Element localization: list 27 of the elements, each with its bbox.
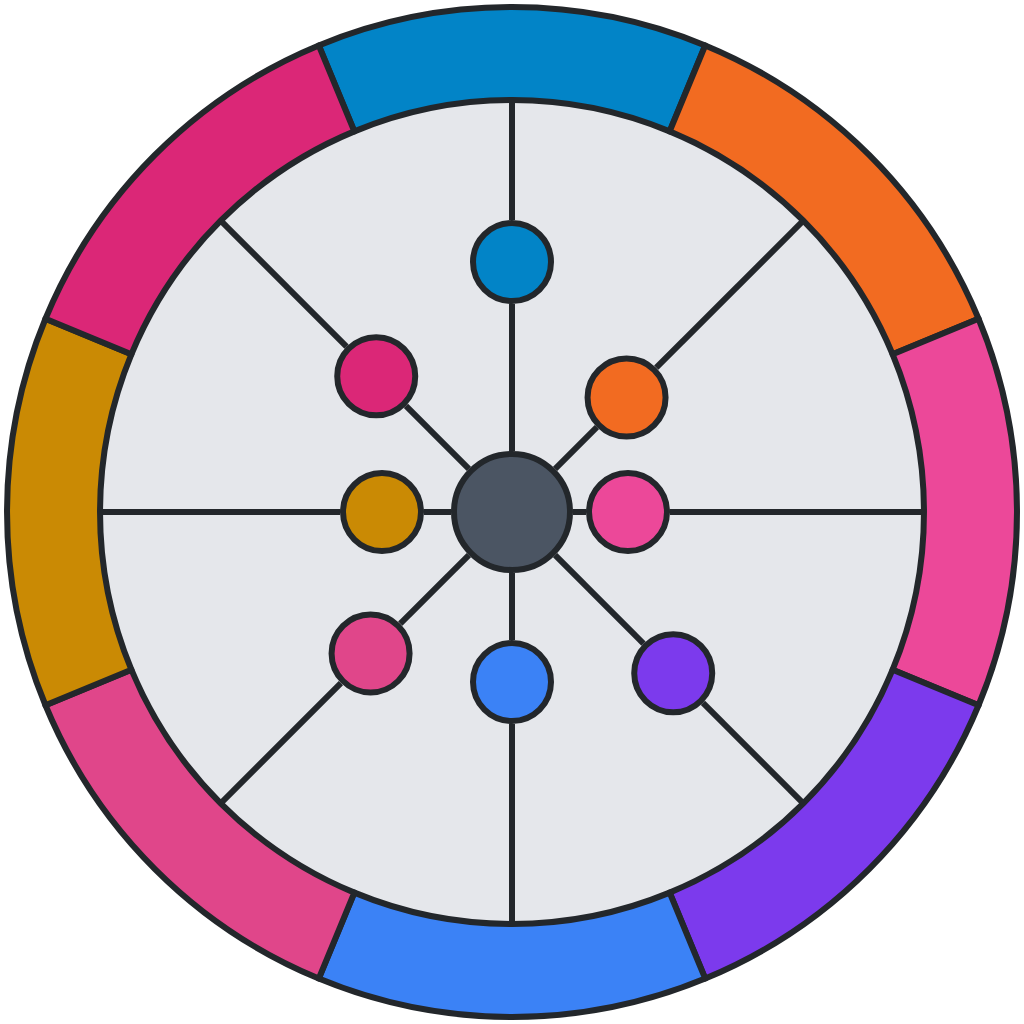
spoke-line: [670, 509, 924, 515]
spoke-line: [553, 553, 646, 646]
spoke-line: [218, 681, 343, 806]
ring-segment: [666, 42, 982, 358]
ring-segment: [666, 666, 982, 982]
spoke-line: [654, 218, 806, 370]
spoke-line: [700, 700, 806, 806]
spoke-line: [424, 509, 451, 515]
spoke-line: [509, 304, 515, 451]
spoke-line: [398, 553, 471, 626]
ring-segment: [42, 666, 358, 982]
spoke-line: [553, 425, 599, 471]
spoke-line: [573, 509, 586, 515]
ring-segment: [889, 315, 1020, 709]
spoke-line: [403, 403, 471, 471]
spoke-line: [100, 509, 340, 515]
circle-node: [586, 470, 670, 554]
spoke-line: [509, 724, 515, 924]
spoke-line: [509, 100, 515, 220]
ring-segment: [42, 42, 358, 358]
spoke-line: [218, 218, 349, 349]
ring-segment: [315, 889, 709, 1020]
hub-circle: [451, 451, 573, 573]
circle-node: [340, 470, 424, 554]
ring-segment: [4, 315, 135, 709]
spoke-line: [509, 573, 515, 640]
ring-segment: [315, 4, 709, 135]
